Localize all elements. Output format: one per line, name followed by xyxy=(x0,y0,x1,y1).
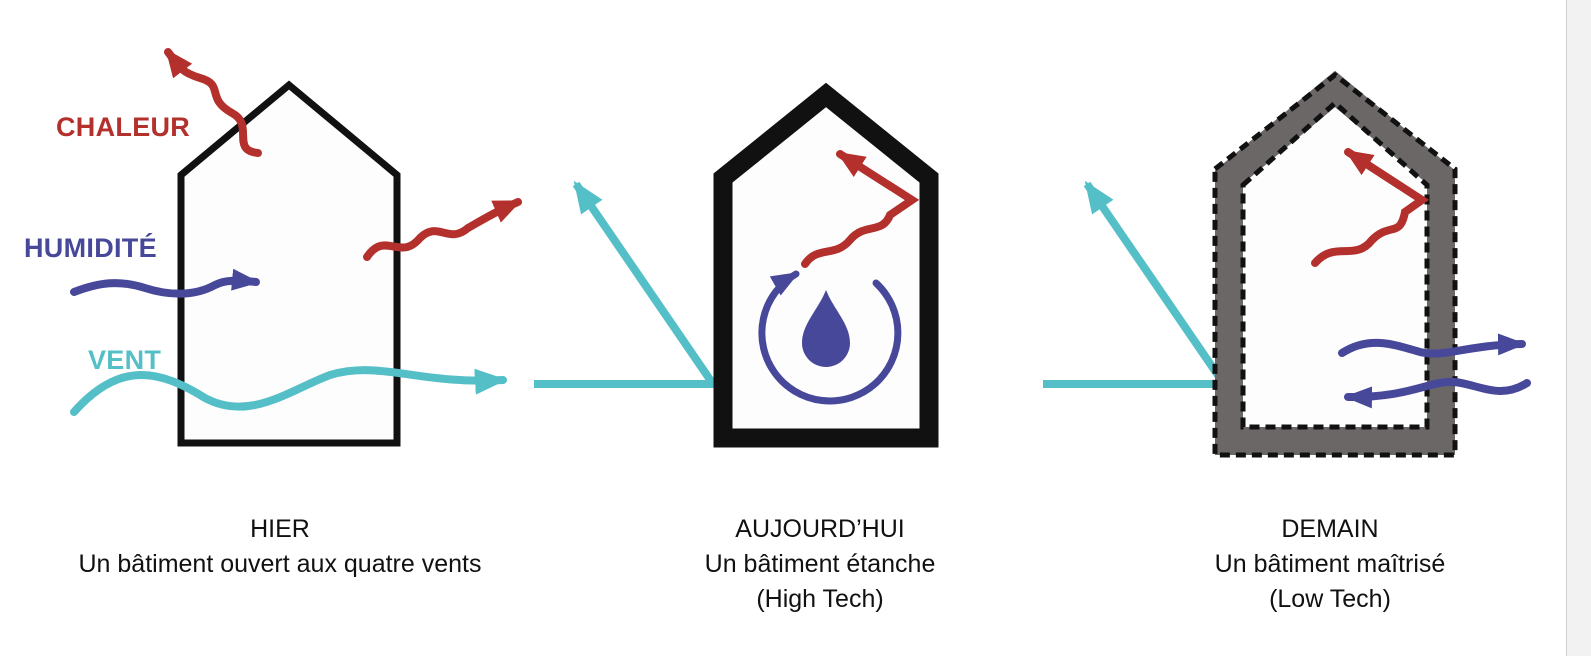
panel-demain xyxy=(1043,70,1531,458)
wind-deflected-arrow xyxy=(1043,180,1232,388)
house-sealed xyxy=(713,82,939,448)
caption-note: (Low Tech) xyxy=(1269,585,1391,613)
inner-membrane xyxy=(1240,99,1430,430)
caption-subtitle: Un bâtiment ouvert aux quatre vents xyxy=(78,550,482,578)
caption-subtitle: Un bâtiment maîtrisé xyxy=(1214,550,1446,578)
heat-controlled-arrow xyxy=(1311,148,1430,267)
caption-title: HIER xyxy=(250,515,310,543)
humidity-cycle-arrow xyxy=(758,270,902,405)
wind-label: VENT xyxy=(88,345,162,375)
wind-arrow xyxy=(70,366,507,416)
humidity-in-arrow xyxy=(1344,377,1531,409)
heat-arrow-wall xyxy=(363,198,522,261)
caption-note: (High Tech) xyxy=(756,585,884,613)
caption-title: DEMAIN xyxy=(1281,515,1379,543)
house-open xyxy=(177,80,401,447)
water-drop-icon xyxy=(802,290,850,367)
heat-label: CHALEUR xyxy=(56,112,191,142)
heat-trapped-arrow xyxy=(801,150,920,268)
humidity-out-arrow xyxy=(1338,333,1526,358)
humidity-arrow xyxy=(70,268,260,298)
panel-hier xyxy=(70,48,522,447)
heat-arrow-roof xyxy=(164,48,262,157)
caption-subtitle: Un bâtiment étanche xyxy=(704,550,936,578)
caption-title: AUJOURD’HUI xyxy=(735,515,905,543)
caption-aujourdhui: AUJOURD’HUI Un bâtiment étanche (High Te… xyxy=(590,512,1050,617)
right-edge-strip xyxy=(1566,0,1591,656)
humidity-label: HUMIDITÉ xyxy=(24,233,157,263)
caption-demain: DEMAIN Un bâtiment maîtrisé (Low Tech) xyxy=(1120,512,1540,617)
panel-aujourdhui xyxy=(534,82,939,448)
caption-hier: HIER Un bâtiment ouvert aux quatre vents xyxy=(20,512,540,582)
wind-deflected-arrow xyxy=(534,180,721,388)
